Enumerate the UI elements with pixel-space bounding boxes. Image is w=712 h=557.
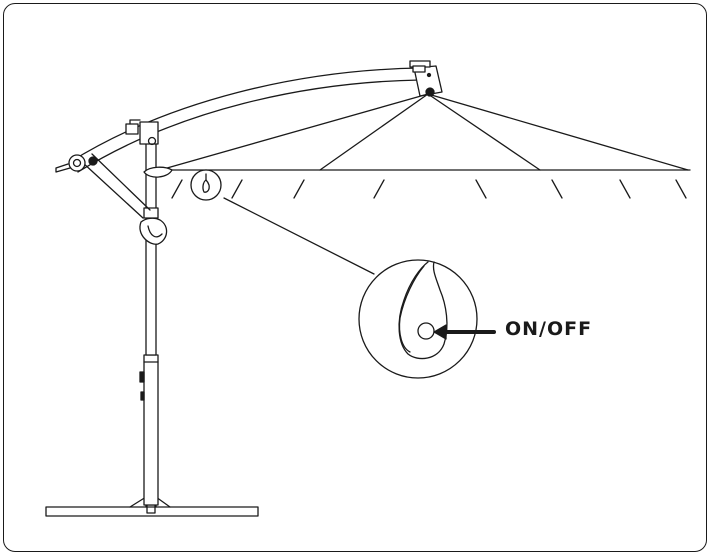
on-off-label: ON/OFF [505,318,593,340]
crank-handle [139,217,168,245]
canopy-ribs [159,93,689,171]
callout-leader [223,197,375,275]
switch-button [417,322,435,340]
pole-sleeve [143,354,159,506]
switch-callout-small [190,169,222,201]
canopy-hatch [171,179,687,199]
switch-housing [398,261,448,360]
support-strut [81,153,151,219]
arm-end-handle [55,163,71,173]
pointer-arrowhead [433,324,447,340]
base-plate [45,506,259,517]
sleeve-knob-upper [139,371,145,383]
sleeve-knob-lower [140,391,145,401]
canopy-tip [143,166,173,178]
switch-callout-large [358,259,478,379]
pole-collar [143,207,159,219]
diagram-frame [3,3,707,552]
main-arm [69,67,421,163]
arm-hinge [139,121,159,145]
arm-end-gear [68,154,86,172]
